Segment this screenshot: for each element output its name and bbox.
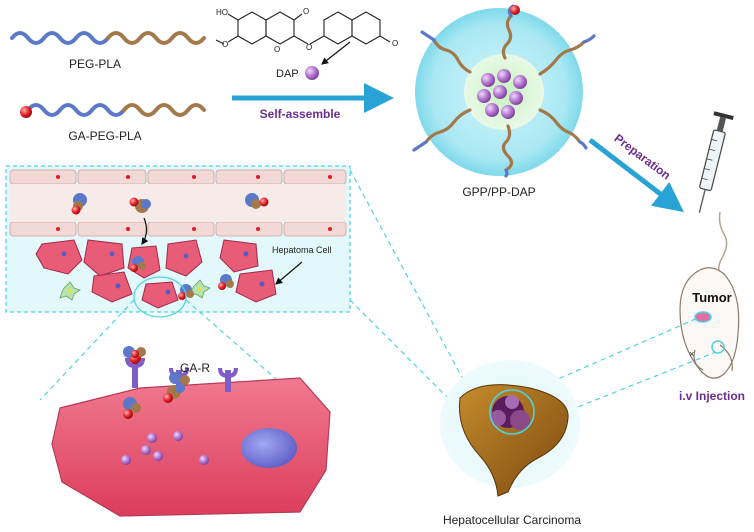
nucleus xyxy=(241,428,297,468)
svg-text:O: O xyxy=(306,43,312,52)
hcc-label: Hepatocellular Carcinoma xyxy=(443,513,581,527)
tumor-label: Tumor xyxy=(692,290,731,305)
syringe-icon xyxy=(698,111,734,213)
zoom-highlight-circle xyxy=(133,276,187,318)
dap-pointer-arrow xyxy=(321,41,351,65)
micelle-nanoparticle xyxy=(412,4,596,178)
ga-peg-pla-polymer xyxy=(20,103,206,118)
dap-drug-ball xyxy=(305,66,319,80)
svg-text:O: O xyxy=(274,45,280,54)
ga-r-label: GA-R xyxy=(180,361,210,375)
svg-text:O: O xyxy=(303,7,309,16)
blood-vessel-panel xyxy=(5,165,351,318)
preparation-arrow xyxy=(588,138,684,213)
iv-injection-label: i.v Injection xyxy=(679,389,745,403)
svg-text:O: O xyxy=(222,40,228,49)
svg-text:×: × xyxy=(689,349,694,359)
liver-illustration xyxy=(440,360,580,497)
hepatoma-cell-label: Hepatoma Cell xyxy=(272,245,332,255)
ga-ligand-ball xyxy=(20,106,32,118)
nanoparticle-binding xyxy=(123,383,185,419)
hepatoma-cell-arrow xyxy=(275,261,303,285)
ga-receptor-icon xyxy=(123,346,238,392)
mouse-illustration: × xyxy=(679,211,740,379)
peg-pla-polymer xyxy=(10,31,206,45)
self-assemble-label: Self-assemble xyxy=(260,107,341,121)
peg-pla-label: PEG-PLA xyxy=(69,57,121,71)
dap-atoms: HO O O O O O xyxy=(216,7,398,54)
hepatoma-cell-zoomed xyxy=(51,377,331,517)
dap-chemical-structure xyxy=(215,11,391,45)
tumor-mass xyxy=(490,395,530,430)
preparation-label: Preparation xyxy=(612,131,674,182)
gpp-pp-dap-label: GPP/PP-DAP xyxy=(462,185,535,199)
dap-label: DAP xyxy=(276,68,299,80)
tumor-site xyxy=(694,311,712,323)
svg-text:HO: HO xyxy=(216,8,228,17)
svg-text:O: O xyxy=(392,39,398,48)
ga-peg-pla-label: GA-PEG-PLA xyxy=(68,129,141,143)
